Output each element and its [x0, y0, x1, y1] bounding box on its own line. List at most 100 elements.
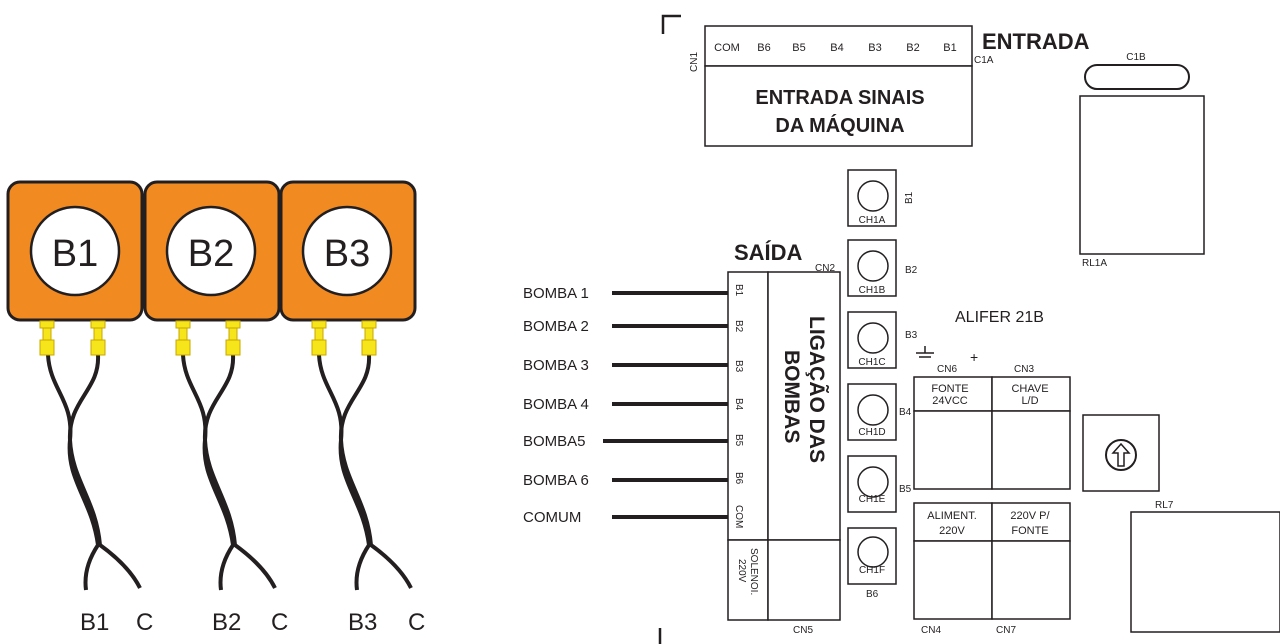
switch-ch1f-label: B6	[866, 589, 879, 600]
switch-ch1c-label: B3	[905, 330, 918, 341]
pump-b2-common-label: C	[271, 609, 288, 636]
pump-b3-wire-label: B3	[348, 609, 377, 636]
saida-pin-b5: B5	[733, 434, 744, 447]
mains-aliment-line1: ALIMENT.	[927, 510, 977, 522]
output-bomba-1-label: BOMBA 1	[523, 285, 589, 302]
switch-ch1a-button[interactable]	[857, 180, 889, 212]
power-fonte-terminal	[913, 410, 993, 490]
switch-ch1c-button[interactable]	[857, 322, 889, 354]
relay-top: C1B RL1A	[1079, 52, 1205, 269]
entrada-pin-b4: B4	[830, 42, 843, 54]
saida-pin-b6: B6	[733, 472, 744, 485]
output-comum: COMUM	[523, 509, 728, 526]
pump-b1-wire-2	[67, 354, 142, 589]
entrada-cap-ref: C1A	[974, 55, 994, 66]
entrada-description-line1: ENTRADA SINAIS	[755, 87, 924, 109]
saida-description-line2: BOMBAS	[780, 350, 803, 443]
relay-rl1a-body	[1079, 95, 1205, 255]
switch-ch1a-label: B1	[904, 191, 915, 204]
switch-ch1f-button[interactable]	[857, 536, 889, 568]
output-bomba-4: BOMBA 4	[523, 396, 728, 413]
switch-ch1f[interactable]: CH1F B6	[847, 527, 897, 600]
mains-fonte-header	[991, 502, 1071, 542]
saida-title: SAÍDA	[734, 240, 803, 265]
entrada-description-line2: DA MÁQUINA	[775, 114, 904, 137]
switch-ch1e-button[interactable]	[857, 466, 889, 498]
saida-description-box	[767, 271, 841, 541]
power-fonte-line1: FONTE	[931, 383, 968, 395]
entrada-connector-ref: CN1	[689, 52, 700, 72]
solenoid-connector-ref: CN5	[793, 625, 813, 636]
relay-top-cap-ref: C1B	[1126, 52, 1146, 63]
pump-b2-label: B2	[188, 233, 234, 275]
ground-icon	[916, 346, 934, 358]
output-bomba-5-label: BOMBA5	[523, 433, 586, 450]
trimmer-icon[interactable]	[1105, 439, 1137, 471]
relay-bottom: RL7	[1130, 500, 1280, 633]
saida-description-line1: LIGAÇÃO DAS	[805, 316, 828, 463]
pump-b3-badge	[301, 205, 393, 297]
power-chave-line1: CHAVE	[1011, 383, 1048, 395]
switch-ch1d-button[interactable]	[857, 394, 889, 426]
entrada-pin-b5: B5	[792, 42, 805, 54]
entrada-description-box	[704, 65, 973, 147]
switch-ch1d-label: B4	[899, 407, 912, 418]
pump-b1-wire-label: B1	[80, 609, 109, 636]
output-comum-label: COMUM	[523, 509, 581, 526]
pump-b1-connector-1	[39, 320, 55, 356]
switch-ch1f-ref: CH1F	[859, 565, 885, 576]
switch-ch1c-ref: CH1C	[858, 357, 885, 368]
power-chave-terminal	[991, 410, 1071, 490]
entrada-pin-b1: B1	[943, 42, 956, 54]
power-fonte-line2: 24VCC	[932, 395, 968, 407]
saida-pin-com: COM	[733, 505, 744, 528]
relay-rl7-body	[1130, 511, 1280, 633]
pump-b3-connector-1	[311, 320, 327, 356]
solenoid-label-line2: 220V	[736, 559, 747, 583]
output-bomba-3-label: BOMBA 3	[523, 357, 589, 374]
power-ground-ref: CN6	[937, 364, 957, 375]
saida-pin-b1: B1	[733, 284, 744, 297]
relay-top-ref: RL1A	[1082, 258, 1107, 269]
pump-b2-wire-2	[202, 354, 277, 589]
pump-b1-common-label: C	[136, 609, 153, 636]
pump-b2-connector-2	[225, 320, 241, 356]
mains-aliment-line2: 220V	[939, 525, 965, 537]
pump-b2-badge	[165, 205, 257, 297]
switch-ch1d[interactable]: CH1D B4	[847, 383, 912, 441]
switch-ch1b-button[interactable]	[857, 250, 889, 282]
saida-pin-b3: B3	[733, 360, 744, 373]
output-bomba-3: BOMBA 3	[523, 357, 728, 374]
switch-ch1e[interactable]: CH1E B5	[847, 455, 912, 513]
solenoid-terminal	[727, 539, 769, 621]
pump-b3-common-label: C	[408, 609, 425, 636]
board-corner-top	[661, 14, 681, 34]
power-plus-symbol: +	[970, 349, 978, 365]
board-name: ALIFER 21B	[955, 309, 1044, 326]
potentiometer[interactable]	[1082, 414, 1160, 492]
mains-ref-left: CN4	[921, 625, 941, 636]
switch-ch1b[interactable]: CH1B B2	[847, 239, 918, 297]
entrada-pin-b6: B6	[757, 42, 770, 54]
switch-ch1d-ref: CH1D	[858, 427, 885, 438]
output-bomba-5: BOMBA5	[523, 433, 728, 450]
entrada-pin-com: COM	[714, 42, 740, 54]
mains-aliment-terminal	[913, 540, 993, 620]
output-bomba-4-label: BOMBA 4	[523, 396, 589, 413]
pump-b2: B2 B2 C	[143, 180, 288, 636]
saida-pin-b2: B2	[733, 320, 744, 333]
saida-connector-ref: CN2	[815, 263, 835, 274]
solenoid-terminal-body	[767, 539, 841, 621]
pump-b1-label: B1	[52, 233, 98, 275]
saida-connector: SAÍDA CN2 B1 B2 B3 B4 B5 B6 COM LIGAÇÃO …	[727, 240, 841, 636]
power-block: CN6 + CN3 FONTE 24VCC CHAVE L/D	[913, 346, 1071, 490]
capacitor-c1b	[1084, 64, 1190, 90]
pump-b2-wire-label: B2	[212, 609, 241, 636]
switch-ch1b-label: B2	[905, 265, 918, 276]
switch-ch1a[interactable]: CH1A B1	[847, 169, 915, 227]
switch-ch1c[interactable]: CH1C B3	[847, 311, 918, 369]
switch-ch1a-ref: CH1A	[859, 215, 886, 226]
switch-ch1b-ref: CH1B	[859, 285, 886, 296]
mains-fonte-terminal	[991, 540, 1071, 620]
